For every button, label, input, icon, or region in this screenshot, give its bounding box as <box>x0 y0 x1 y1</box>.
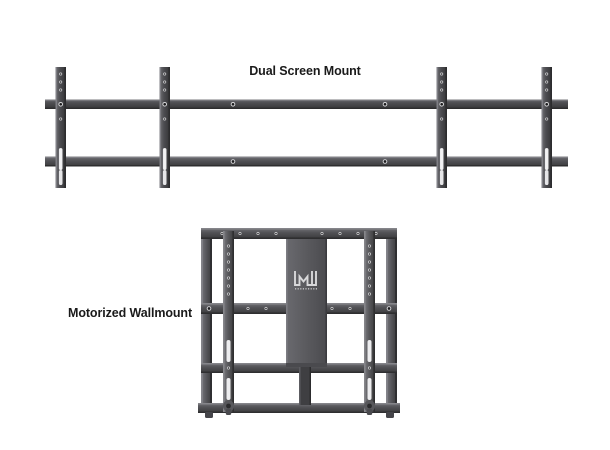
motorized-center-plate <box>286 239 327 367</box>
motorized-inner-bracket-left <box>222 231 235 415</box>
motorized-wallmount-caption: Motorized Wallmount <box>68 306 193 320</box>
motorized-top-rail <box>201 228 397 239</box>
dual-mount-vertical-bracket-1 <box>55 67 66 188</box>
dual-screen-mount-illustration <box>45 67 568 188</box>
motorized-center-column <box>299 367 311 405</box>
dual-mount-vertical-bracket-4 <box>541 67 552 188</box>
motorized-outer-frame <box>201 228 397 413</box>
dual-mount-rails <box>45 99 568 167</box>
motorized-inner-bracket-right <box>363 231 376 415</box>
dual-screen-mount-caption: Dual Screen Mount <box>249 64 361 78</box>
brand-logo-icon <box>294 271 317 290</box>
dual-mount-vertical-bracket-3 <box>436 67 447 188</box>
motorized-feet <box>205 412 394 418</box>
dual-mount-vertical-bracket-2 <box>159 67 170 188</box>
motorized-wallmount-illustration <box>198 228 400 418</box>
